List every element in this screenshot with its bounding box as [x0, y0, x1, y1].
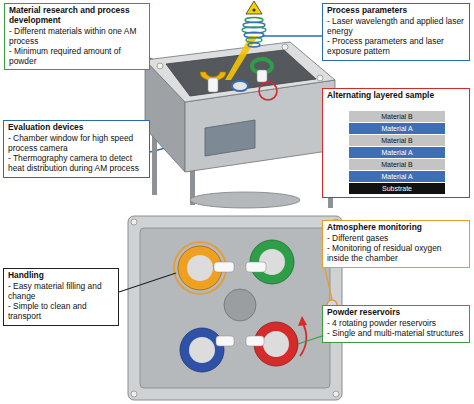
- callout-box: Atmosphere monitoring- Different gases- …: [322, 220, 470, 268]
- callout-box: Powder reservoirs- 4 rotating powder res…: [322, 305, 470, 343]
- chamber-top: [145, 42, 335, 102]
- reservoir-well: [189, 337, 215, 363]
- reservoir-clamp: [216, 336, 234, 346]
- callout-heading: Material B: [349, 111, 445, 122]
- callout-heading: Evaluation devices: [8, 123, 145, 133]
- callout-box: Evaluation devices- Chamber window for h…: [3, 120, 150, 178]
- leader-line: [298, 336, 322, 344]
- reservoir-clamp: [214, 262, 234, 272]
- callout-heading: Handling: [8, 271, 114, 281]
- screw: [131, 219, 137, 225]
- reservoir-well: [187, 255, 213, 281]
- reservoir-clamp: [246, 336, 264, 346]
- callout-box: Material research and process developmen…: [4, 3, 150, 70]
- callout-heading: Material A: [349, 147, 445, 158]
- laser-warning-symbol: [252, 8, 255, 11]
- laser-warning-symbol: [246, 1, 262, 14]
- callout-bullet: - Minimum required amount of powder: [9, 47, 145, 67]
- callout-box: Process parameters- Laser wavelength and…: [322, 3, 470, 61]
- callout-heading: Atmosphere monitoring: [327, 223, 465, 233]
- layer-band: Substrate: [349, 183, 445, 194]
- chamber-window: [205, 120, 255, 156]
- callout-box: Handling- Easy material filling and chan…: [3, 268, 119, 326]
- callout-bullet: - 4 rotating powder reservoirs: [327, 319, 465, 329]
- leader-line: [262, 35, 322, 36]
- chamber-base: [190, 192, 300, 208]
- callout-bullet: - Different materials within one AM proc…: [9, 27, 145, 47]
- chamber-3d: [145, 42, 335, 208]
- callout-heading: Powder reservoirs: [327, 308, 465, 318]
- layer-band: Material A: [349, 171, 445, 182]
- beam-coil: [248, 43, 260, 47]
- rotation-arrow: [298, 316, 307, 326]
- callout-heading: Process parameters: [327, 6, 465, 16]
- callout-bullet: - Monitoring of residual oxygen inside t…: [327, 244, 465, 264]
- callout-bullet: - Easy material filling and change: [8, 282, 114, 302]
- layer-band: Material B: [349, 159, 445, 170]
- callout-box: Alternating layered sampleMaterial BMate…: [322, 88, 470, 198]
- screw: [333, 391, 339, 397]
- reservoir-clamp: [208, 78, 218, 92]
- leader-line: [119, 273, 176, 292]
- layer-band: Material A: [349, 123, 445, 134]
- callout-bullet: - Single and multi-material structures: [327, 329, 465, 339]
- callout-heading: Material A: [349, 123, 445, 134]
- callout-heading: Material A: [349, 171, 445, 182]
- reservoir-blue: [180, 328, 224, 372]
- callout-bullet: - Simple to clean and transport: [8, 302, 114, 322]
- reservoir-well: [263, 331, 289, 357]
- screw: [157, 63, 163, 69]
- laser: [225, 1, 266, 80]
- screw: [131, 391, 137, 397]
- chamber-plate: [140, 228, 330, 388]
- callout-bullet: - Process parameters and laser exposure …: [327, 37, 465, 57]
- callout-heading: Material B: [349, 159, 445, 170]
- callout-heading: Material research and process developmen…: [9, 6, 145, 26]
- callout-bullet: - Laser wavelength and applied laser ene…: [327, 17, 465, 37]
- chamber-top-view: [128, 216, 342, 400]
- callout-bullet: - Different gases: [327, 234, 465, 244]
- screw: [282, 44, 288, 50]
- layer-band: Material B: [349, 135, 445, 146]
- callout-heading: Alternating layered sample: [327, 91, 465, 101]
- highlight-circle: [259, 82, 277, 100]
- rotation-arrow: [300, 322, 306, 356]
- reservoir-clamp: [246, 262, 266, 272]
- callout-bullet: - Chamber window for high speed process …: [8, 134, 145, 154]
- reservoir-blue: [232, 81, 248, 91]
- callout-heading: Material B: [349, 135, 445, 146]
- chamber-frame: [128, 216, 342, 400]
- reservoir-clamp: [257, 70, 267, 82]
- beam-coil: [246, 38, 262, 43]
- layer-band: Material A: [349, 147, 445, 158]
- callout-bullet: - Thermography camera to detect heat dis…: [8, 154, 145, 174]
- screw: [317, 75, 323, 81]
- callout-heading: Substrate: [349, 183, 445, 194]
- center-plate: [224, 289, 256, 321]
- layer-band: Material B: [349, 111, 445, 122]
